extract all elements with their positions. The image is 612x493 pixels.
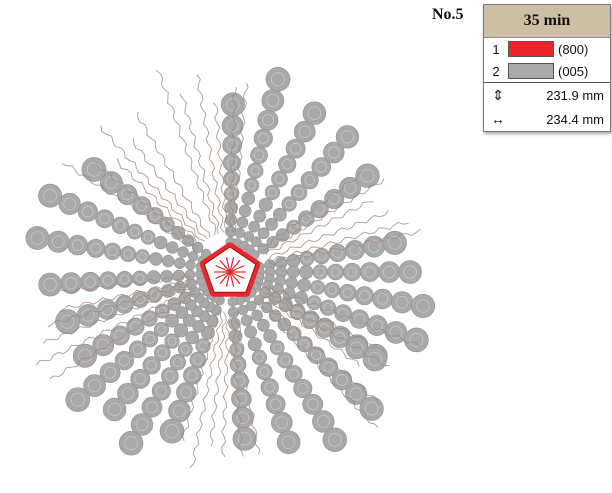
height-value: 231.9 mm — [546, 87, 604, 103]
design-number: No.5 — [432, 6, 464, 23]
thread-code: (005) — [558, 63, 589, 79]
info-card: 35 min 1 (800) 2 (005) ⇕ 231.9 mm ↔ 234.… — [483, 4, 611, 132]
gray-swatch — [508, 63, 554, 79]
height-arrow-icon: ⇕ — [492, 86, 504, 103]
width-value: 234.4 mm — [546, 111, 604, 127]
red-swatch — [508, 41, 554, 57]
width-row: ↔ 234.4 mm — [484, 107, 610, 131]
thread-color-row-1: 1 (800) — [484, 38, 610, 60]
spoke-arms — [25, 67, 436, 469]
thread-index: 1 — [492, 41, 500, 57]
stitch-time: 35 min — [484, 5, 610, 38]
thread-code: (800) — [558, 41, 589, 57]
center-motif — [199, 242, 261, 297]
width-arrow-icon: ↔ — [491, 111, 505, 127]
thread-index: 2 — [492, 63, 500, 79]
height-row: ⇕ 231.9 mm — [484, 83, 610, 107]
thread-color-row-2: 2 (005) — [484, 60, 610, 82]
